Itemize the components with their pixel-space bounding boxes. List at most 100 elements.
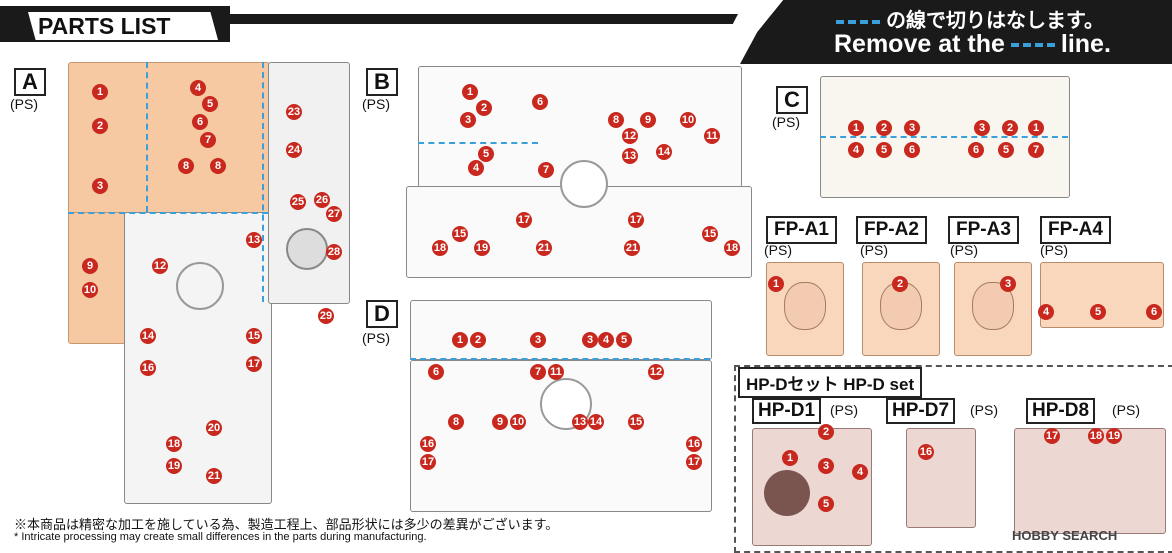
part-number-badge: 26 bbox=[314, 192, 330, 208]
sprue-c-material: (PS) bbox=[772, 114, 800, 130]
hp-d8-material: (PS) bbox=[1112, 402, 1140, 418]
part-number-badge: 4 bbox=[598, 332, 614, 348]
part-number-badge: 14 bbox=[656, 144, 672, 160]
part-number-badge: 24 bbox=[286, 142, 302, 158]
part-number-badge: 2 bbox=[818, 424, 834, 440]
part-number-badge: 9 bbox=[82, 258, 98, 274]
fp-a1-label: FP-A1 bbox=[766, 216, 837, 244]
hp-d8-label: HP-D8 bbox=[1026, 398, 1096, 424]
sprue-a-material: (PS) bbox=[10, 96, 38, 112]
part-number-badge: 14 bbox=[140, 328, 156, 344]
part-number-badge: 4 bbox=[852, 464, 868, 480]
fp-a2-label: FP-A2 bbox=[856, 216, 927, 244]
part-number-badge: 7 bbox=[530, 364, 546, 380]
part-number-badge: 3 bbox=[1000, 276, 1016, 292]
part-number-badge: 20 bbox=[206, 420, 222, 436]
part-number-badge: 3 bbox=[904, 120, 920, 136]
part-number-badge: 18 bbox=[724, 240, 740, 256]
hp-d1-material: (PS) bbox=[830, 402, 858, 418]
part-number-badge: 16 bbox=[918, 444, 934, 460]
part-number-badge: 6 bbox=[532, 94, 548, 110]
cut-line-icon bbox=[836, 19, 880, 24]
part-number-badge: 16 bbox=[686, 436, 702, 452]
sprue-b-label: B bbox=[366, 68, 398, 96]
sprue-b-material: (PS) bbox=[362, 96, 390, 112]
part-number-badge: 17 bbox=[246, 356, 262, 372]
part-number-badge: 4 bbox=[1038, 304, 1054, 320]
fp-a4-material: (PS) bbox=[1040, 242, 1068, 258]
part-number-badge: 10 bbox=[680, 112, 696, 128]
parts-list-title: PARTS LIST bbox=[38, 13, 171, 39]
part-number-badge: 3 bbox=[92, 178, 108, 194]
part-number-badge: 13 bbox=[572, 414, 588, 430]
sprue-d-label: D bbox=[366, 300, 398, 328]
part-number-badge: 1 bbox=[782, 450, 798, 466]
part-number-badge: 7 bbox=[1028, 142, 1044, 158]
part-number-badge: 4 bbox=[848, 142, 864, 158]
part-number-badge: 8 bbox=[210, 158, 226, 174]
part-number-badge: 15 bbox=[702, 226, 718, 242]
part-number-badge: 19 bbox=[1106, 428, 1122, 444]
part-number-badge: 8 bbox=[448, 414, 464, 430]
part-number-badge: 2 bbox=[476, 100, 492, 116]
part-number-badge: 1 bbox=[768, 276, 784, 292]
part-number-badge: 6 bbox=[428, 364, 444, 380]
part-number-badge: 6 bbox=[1146, 304, 1162, 320]
part-number-badge: 4 bbox=[190, 80, 206, 96]
part-number-badge: 7 bbox=[538, 162, 554, 178]
part-number-badge: 10 bbox=[82, 282, 98, 298]
part-number-badge: 2 bbox=[470, 332, 486, 348]
parts-list-title-box: PARTS LIST bbox=[28, 12, 218, 40]
part-number-badge: 19 bbox=[166, 458, 182, 474]
sprue-c-label: C bbox=[776, 86, 808, 114]
fp-a2-material: (PS) bbox=[860, 242, 888, 258]
cut-line bbox=[820, 136, 1068, 138]
part-number-badge: 1 bbox=[452, 332, 468, 348]
hp-d7-frame bbox=[906, 428, 976, 528]
part-number-badge: 21 bbox=[206, 468, 222, 484]
part-number-badge: 28 bbox=[326, 244, 342, 260]
part-number-badge: 11 bbox=[548, 364, 564, 380]
part-number-badge: 3 bbox=[530, 332, 546, 348]
part-number-badge: 9 bbox=[492, 414, 508, 430]
part-number-badge: 2 bbox=[1002, 120, 1018, 136]
part-number-badge: 5 bbox=[616, 332, 632, 348]
part-number-badge: 3 bbox=[582, 332, 598, 348]
sprue-b-center-ring bbox=[560, 160, 608, 208]
hair-disc-part bbox=[764, 470, 810, 516]
part-number-badge: 5 bbox=[818, 496, 834, 512]
sprue-a-label: A bbox=[14, 68, 46, 96]
part-number-badge: 18 bbox=[432, 240, 448, 256]
fp-a3-label: FP-A3 bbox=[948, 216, 1019, 244]
fp-a1-material: (PS) bbox=[764, 242, 792, 258]
part-number-badge: 23 bbox=[286, 104, 302, 120]
part-number-badge: 17 bbox=[686, 454, 702, 470]
hp-d1-label: HP-D1 bbox=[752, 398, 822, 424]
part-number-badge: 15 bbox=[246, 328, 262, 344]
fp-a3-material: (PS) bbox=[950, 242, 978, 258]
part-number-badge: 5 bbox=[998, 142, 1014, 158]
footer-note-en: * Intricate processing may create small … bbox=[14, 531, 427, 543]
part-number-badge: 16 bbox=[140, 360, 156, 376]
part-number-badge: 14 bbox=[588, 414, 604, 430]
part-number-badge: 18 bbox=[1088, 428, 1104, 444]
part-number-badge: 5 bbox=[478, 146, 494, 162]
remove-instruction-jp: の線で切りはなします。 bbox=[830, 4, 1104, 33]
part-number-badge: 16 bbox=[420, 436, 436, 452]
cut-line bbox=[68, 212, 268, 214]
hp-d-set-title: HP-Dセット HP-D set bbox=[738, 367, 923, 398]
part-number-badge: 5 bbox=[1090, 304, 1106, 320]
part-number-badge: 1 bbox=[462, 84, 478, 100]
part-number-badge: 3 bbox=[818, 458, 834, 474]
watermark: HOBBY SEARCH bbox=[1012, 528, 1118, 543]
part-number-badge: 1 bbox=[848, 120, 864, 136]
sprue-a-lower-left-frame bbox=[68, 212, 126, 344]
part-number-badge: 2 bbox=[876, 120, 892, 136]
part-number-badge: 3 bbox=[974, 120, 990, 136]
cut-line bbox=[410, 358, 710, 360]
face-part bbox=[784, 282, 826, 330]
part-number-badge: 17 bbox=[516, 212, 532, 228]
sprue-d-upper-frame bbox=[410, 300, 712, 360]
part-number-badge: 15 bbox=[628, 414, 644, 430]
